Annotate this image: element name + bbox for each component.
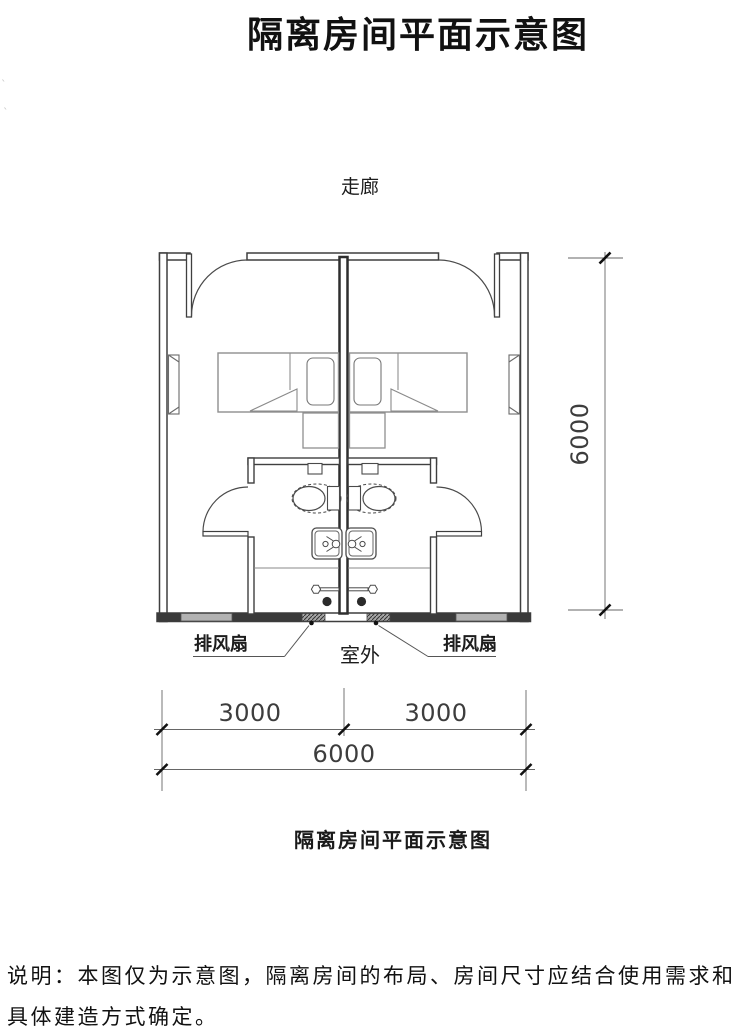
floor-drain-icon-right [356, 596, 367, 607]
bed-right [348, 352, 468, 413]
shower-head-icon-right [367, 584, 378, 594]
window-left-wall [167, 354, 180, 415]
exhaust-vent-right [366, 613, 391, 622]
pillow-right [353, 357, 382, 406]
wall-niche-left [307, 462, 323, 475]
right-wall [519, 252, 529, 623]
bathroom-walls [247, 457, 438, 615]
window-right-wall [508, 354, 521, 415]
bottom-wall-solid-segments [157, 613, 531, 622]
dim-width-left: 3000 [218, 699, 281, 727]
bathroom-doors [202, 486, 483, 537]
note-line-1: 说明：本图仅为示意图，隔离房间的布局、房间尺寸应结合使用需求和 [7, 964, 736, 988]
dim-width-right: 3000 [404, 699, 467, 727]
annotation-leaders [193, 620, 496, 657]
sink-right [345, 527, 377, 560]
figure-caption: 隔离房间平面示意图 [294, 830, 492, 852]
vertical-dimension-ticks [598, 251, 612, 617]
window-bottom-left [180, 613, 233, 622]
toilet-left [291, 483, 342, 514]
vertical-dimension [568, 252, 623, 619]
dim-width-total: 6000 [312, 740, 375, 768]
bathroom-door-arc-right [436, 486, 483, 532]
bathroom-door-arc-left [202, 486, 249, 532]
door-swing-arc-left [190, 259, 248, 317]
corridor-label: 走廊 [341, 176, 379, 198]
scan-artifact: ` [3, 106, 9, 119]
bed-left [217, 352, 340, 413]
bathroom-right-wall-upper [429, 457, 438, 484]
dimension-ticks [155, 723, 533, 776]
center-partition-wall [338, 255, 349, 615]
side-windows [167, 354, 521, 415]
toilet-right [346, 483, 397, 514]
blanket-fold-left [249, 388, 298, 412]
nightstand-right [348, 412, 386, 449]
bathroom-top-wall-left [247, 457, 341, 466]
door-swing-arc-right [438, 259, 496, 317]
door-leaf-right-room [493, 253, 501, 318]
bathroom-left-wall-lower [247, 536, 255, 615]
outdoor-label: 室外 [340, 644, 380, 667]
exhaust-vent-left [301, 613, 326, 622]
shower-head-icon-left [310, 584, 322, 594]
bottom-windows [180, 613, 508, 622]
note-line-2: 具体建造方式确定。 [7, 1005, 219, 1029]
page-title: 隔离房间平面示意图 [246, 15, 589, 55]
leader-dot-left [309, 620, 314, 626]
bathroom-top-wall-right [347, 457, 438, 466]
bathroom-left-wall-upper [247, 457, 255, 484]
exhaust-vents [301, 613, 391, 622]
entry-doors [185, 253, 501, 318]
leader-dot-right [373, 620, 379, 626]
door-leaf-left-room [185, 253, 193, 318]
pillow-left [306, 357, 335, 406]
window-bottom-right [455, 613, 508, 622]
nightstand-left [302, 412, 340, 449]
scan-artifact: ` [1, 78, 7, 91]
left-wall [158, 252, 168, 623]
note-text: 说明：本图仅为示意图，隔离房间的布局、房间尺寸应结合使用需求和 具体建造方式确定… [7, 956, 747, 1036]
shower-fixtures [310, 584, 378, 607]
floor-drain-icon-left [322, 596, 332, 607]
dim-height-total: 6000 [566, 402, 594, 465]
sink-left [311, 527, 343, 560]
wall-niche-right [361, 462, 379, 475]
exhaust-fan-label-right: 排风扇 [443, 633, 497, 654]
blanket-fold-right [390, 388, 439, 412]
bathroom-door-leaf-left [202, 530, 249, 537]
bathroom-right-wall-lower [429, 536, 438, 615]
exhaust-fan-label-left: 排风扇 [194, 633, 248, 654]
bathroom-door-leaf-right [435, 530, 483, 537]
